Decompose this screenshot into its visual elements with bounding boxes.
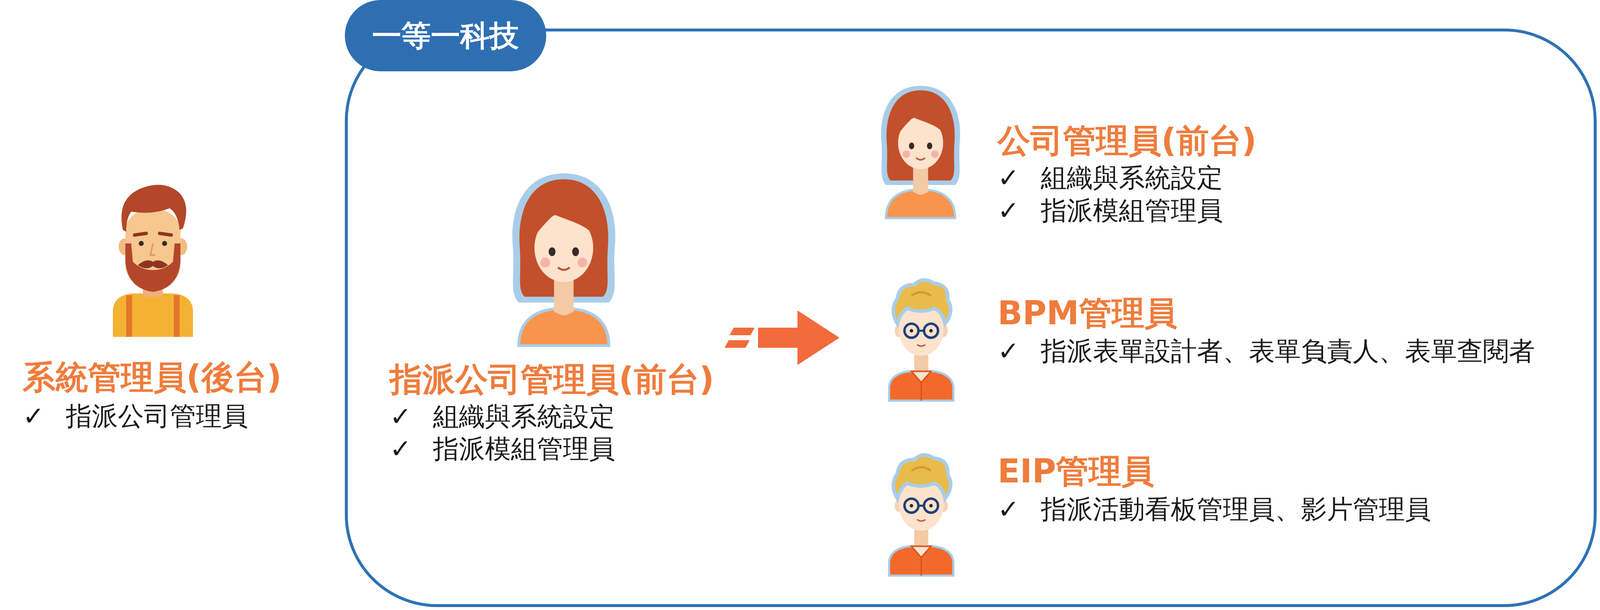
role-title: BPM管理員	[997, 293, 1178, 334]
duty-item: ✓ 指派模組管理員	[389, 433, 615, 465]
role-block: 指派公司管理員(前台)✓ 組織與系統設定✓ 指派模組管理員	[389, 168, 719, 471]
admin-avatar	[888, 279, 954, 401]
role-block: 公司管理員(前台)✓ 組織與系統設定✓ 指派模組管理員	[875, 76, 1262, 232]
admin-avatar	[112, 185, 193, 337]
role-title: EIP管理員	[997, 451, 1155, 492]
duty-item: ✓ 組織與系統設定	[389, 401, 615, 433]
role-block: EIP管理員✓ 指派活動看板管理員、影片管理員	[879, 443, 1436, 583]
arrow-part	[758, 310, 840, 365]
duty-item: ✓ 組織與系統設定	[997, 162, 1223, 194]
admin-avatar	[880, 85, 960, 218]
duty-item: ✓ 指派活動看板管理員、影片管理員	[997, 493, 1431, 525]
role-block: 系統管理員(後台)✓ 指派公司管理員	[22, 178, 287, 434]
arrow-part	[729, 327, 755, 336]
admin-avatar	[512, 173, 615, 346]
admin-avatar	[888, 454, 954, 576]
company-frame: 一等一科技指派公司管理員(前台)✓ 組織與系統設定✓ 指派模組管理員公司管理員(…	[344, 28, 1597, 608]
duty-item: ✓ 指派表單設計者、表單負責人、表單查閱者	[997, 335, 1535, 367]
role-title: 公司管理員(前台)	[997, 121, 1257, 161]
duty-item: ✓ 指派公司管理員	[22, 400, 248, 432]
block-arrow	[724, 310, 840, 365]
arrow-part	[724, 340, 750, 348]
role-block: BPM管理員✓ 指派表單設計者、表單負責人、表單查閱者	[879, 267, 1540, 409]
company-name: 一等一科技	[372, 18, 519, 54]
role-title: 指派公司管理員(前台)	[389, 359, 715, 400]
duty-item: ✓ 指派模組管理員	[997, 195, 1223, 227]
company-tab: 一等一科技	[344, 0, 547, 72]
role-title: 系統管理員(後台)	[22, 357, 282, 398]
